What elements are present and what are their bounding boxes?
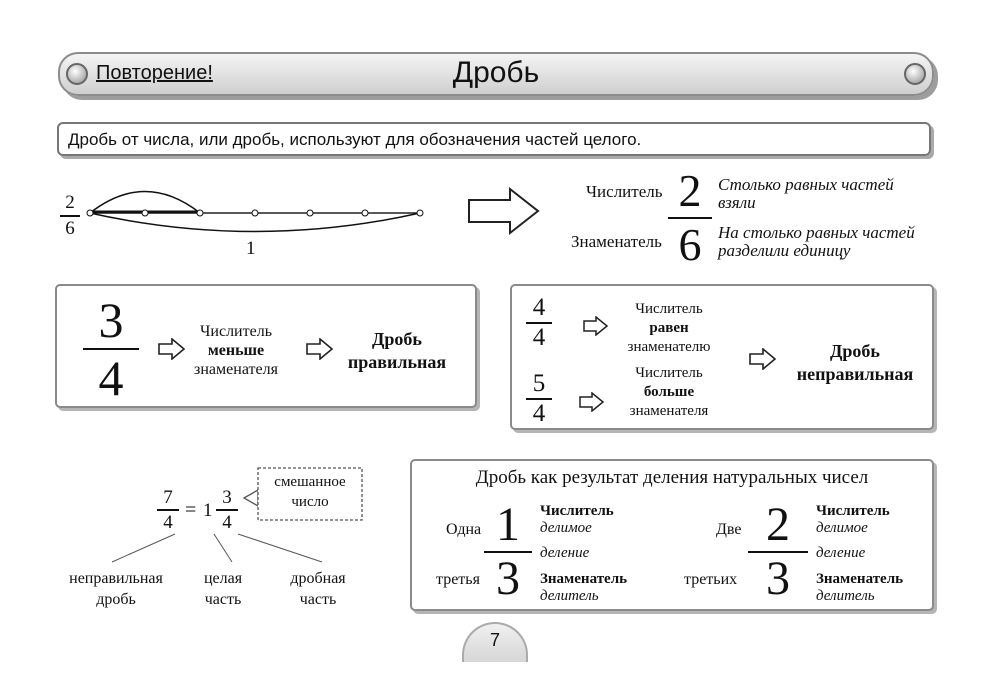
mixed-equals: = [185,499,197,521]
header-tag[interactable]: Повторение! [96,62,213,84]
intro-text: Дробь от числа, или дробь, используют дл… [57,122,931,156]
mixed-diagram-lines [111,467,363,563]
division-left-word-top: Одна [446,521,482,538]
number-line-diagram [86,190,424,233]
header-bar: Повторение! Дробь [58,52,934,96]
right-knob-icon [904,63,926,85]
page-title: Дробь [452,56,540,89]
whole-label: 1 [246,238,256,259]
division-right-denominator-info: Знаменатель делитель [816,571,904,604]
improper-fraction-b: 5 4 [526,371,552,426]
definition-fraction: 2 6 [668,168,712,268]
division-right-word-bottom: третьих [684,571,738,588]
improper-arrow-result-icon [749,348,777,370]
definition-bar [668,217,712,219]
numerator-label: Числитель [586,182,663,201]
division-right-operation: деление [816,545,866,561]
label-fractional-part: дробная часть [290,570,346,608]
division-right-word-top: Две [716,521,742,538]
improper-arrow-b-icon [579,392,605,412]
line-fraction-num: 2 [65,192,75,213]
improper-arrow-a-icon [583,316,609,336]
label-improper-fraction: неправильная дробь [69,570,163,608]
definition-denominator: 6 [678,219,702,270]
division-left-word-bottom: третья [436,571,480,588]
division-left-numerator-info: Числитель делимое [540,503,614,536]
improper-result: Дробь неправильная [796,341,914,384]
proper-fraction-box: 3 4 Числитель меньше знаменателя Дробь п… [55,284,477,408]
division-title: Дробь как результат деления натуральных … [475,467,869,488]
proper-condition: Числитель меньше знаменателя [194,323,278,378]
improper-condition-b: Числитель больше знаменателя [629,365,709,419]
improper-fraction-a: 4 4 [526,295,552,350]
label-whole-part: целая часть [203,570,243,608]
proper-fraction: 3 4 [83,295,139,403]
numerator-description: Столько равных частей взяли [718,175,894,212]
division-left-fraction: 1 3 [484,501,532,603]
denominator-description: На столько равных частей разделили едини… [718,223,915,260]
proper-arrow-1-icon [158,338,186,360]
improper-fraction-box: 4 4 Числитель равен знаменателю 5 4 Числ… [510,284,934,430]
left-knob-icon [66,63,88,85]
line-fraction-den: 6 [65,218,75,239]
proper-result: Дробь правильная [347,329,447,372]
division-right-fraction: 2 3 [748,501,808,603]
mixed-callout: смешанное число [274,474,346,510]
mixed-left-fraction: 7 4 [157,488,179,532]
division-left-denominator-info: Знаменатель делитель [540,571,628,604]
denominator-label: Знаменатель [571,232,662,251]
page-number: 7 [462,622,528,662]
improper-condition-a: Числитель равен знаменателю [627,301,711,355]
division-left-operation: деление [540,545,590,561]
line-fraction-bar [60,215,80,217]
mixed-right-fraction: 3 4 [216,488,238,532]
division-box: Дробь как результат деления натуральных … [410,459,934,611]
definition-numerator: 2 [678,165,702,216]
line-fraction: 2 6 [60,192,80,240]
proper-arrow-2-icon [306,338,334,360]
division-right-numerator-info: Числитель делимое [816,503,890,536]
mixed-whole: 1 [203,500,213,521]
big-arrow-icon [468,186,540,236]
